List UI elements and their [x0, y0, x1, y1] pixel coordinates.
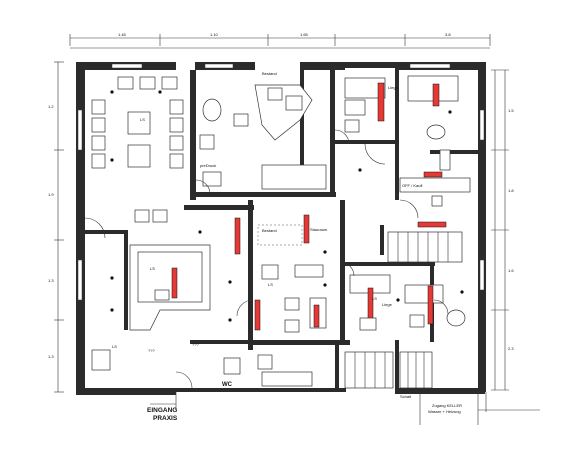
dim-right-2: 1.8 [508, 188, 514, 193]
liege-2-label: Liege [382, 302, 393, 307]
liege-1-label: Liege [388, 85, 399, 90]
right-dimension-chain: 1.5 1.8 1.6 2.3 [491, 69, 514, 391]
ls-label-3: LS [268, 282, 273, 287]
question-mark-2: ??? [148, 348, 155, 353]
door-swings [84, 129, 449, 389]
interior-walls [84, 70, 478, 390]
dim-right-1: 1.5 [508, 108, 514, 113]
treatment-room-2: Liege [344, 75, 459, 171]
ceiling-lights [110, 90, 464, 322]
keller-label: Zugang KELLER [432, 403, 462, 408]
dim-right-3: 1.6 [508, 268, 514, 273]
ls-label-2: LS [150, 266, 155, 271]
dim-left-4: 1.3 [48, 354, 54, 359]
keller-access: Zugang KELLER Wasser + Heizung Schalt [400, 392, 540, 425]
treatment-room-3: Liege LS [349, 274, 466, 331]
ls-label-4: LS [372, 296, 377, 301]
predruck-label: preDruck [200, 163, 216, 168]
middle-rooms: Bestand Stauraum LS [234, 214, 328, 387]
entrance-label: EINGANG [147, 407, 177, 414]
dim-right-4: 2.3 [508, 346, 514, 351]
top-dimension-chain: 1.45 1.10 1.65 3.8 [69, 32, 491, 49]
stauraum-label: Stauraum [310, 227, 328, 232]
dim-top-2: 1.10 [210, 32, 219, 37]
dim-left-3: 1.3 [48, 278, 54, 283]
dim-top-4: 3.8 [445, 32, 451, 37]
waiting-room: LS [91, 76, 184, 223]
dim-top-1: 1.45 [118, 32, 127, 37]
office-room: OFF / Kaufl [399, 171, 471, 228]
off-label: OFF / Kaufl [402, 183, 423, 188]
schalt-label: Schalt [400, 394, 412, 399]
keller-label-2: Wasser + Heizung [428, 409, 461, 414]
question-mark-1: ??? [192, 342, 199, 347]
reception-desk: LS [129, 244, 211, 331]
wc-label: WC [222, 382, 233, 388]
left-dimension-chain: 1.2 1.9 1.3 1.3 [48, 61, 64, 393]
entrance-label-praxis: PRAXIS [153, 415, 178, 422]
stairs [344, 231, 463, 389]
dim-left-1: 1.2 [48, 104, 54, 109]
dim-left-2: 1.9 [48, 192, 54, 197]
entrance: EINGANG PRAXIS [147, 392, 178, 422]
dim-top-3: 1.65 [300, 32, 309, 37]
bestand-top-label: Bestand [262, 71, 277, 76]
ls-label-5: LS [112, 344, 117, 349]
treatment-room-1: Bestand preDruck [199, 71, 327, 190]
ls-label-1: LS [140, 117, 145, 122]
outer-walls [76, 62, 486, 395]
bestand-mid-label: Bestand [262, 228, 277, 233]
bottom-left-area: WC ??? ??? LS [91, 342, 273, 388]
